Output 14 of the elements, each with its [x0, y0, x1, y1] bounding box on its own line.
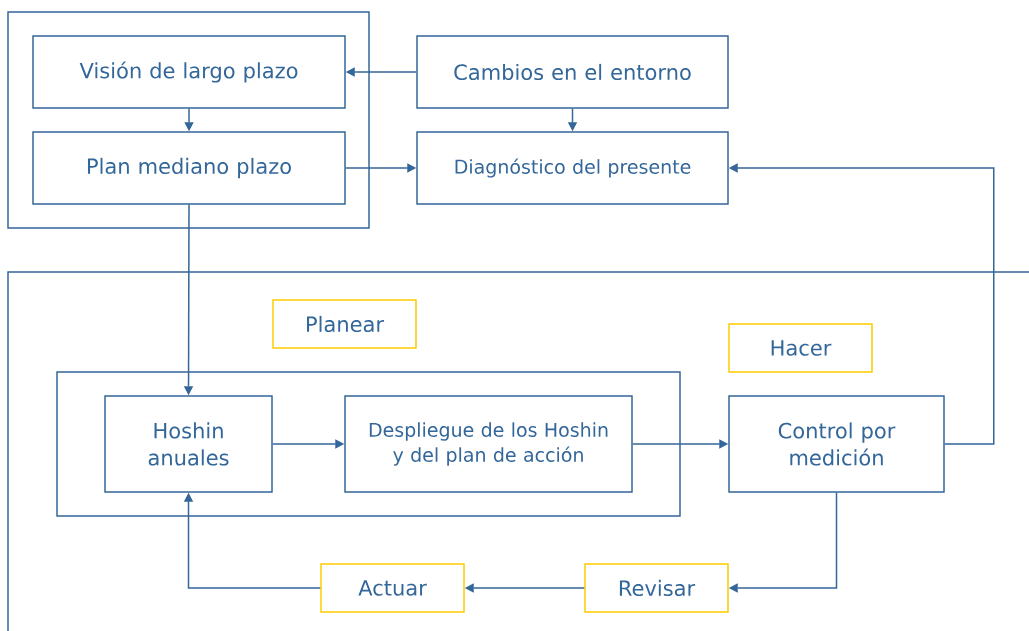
phase-label-box: Actuar: [320, 563, 465, 613]
process-box: Cambios en el entorno: [416, 35, 729, 109]
process-box: Plan mediano plazo: [32, 131, 346, 205]
group-frame: [56, 371, 681, 517]
group-frame: [7, 271, 1029, 631]
phase-label-box: Planear: [272, 299, 417, 349]
process-box: Control por medición: [728, 395, 945, 493]
group-frame: [7, 11, 370, 229]
process-box: Despliegue de los Hoshin y del plan de acción: [344, 395, 633, 493]
phase-label-box: Hacer: [728, 323, 873, 373]
phase-label-box: Revisar: [584, 563, 729, 613]
process-box: Hoshin anuales: [104, 395, 273, 493]
process-box: Diagnóstico del presente: [416, 131, 729, 205]
process-box: Visión de largo plazo: [32, 35, 346, 109]
